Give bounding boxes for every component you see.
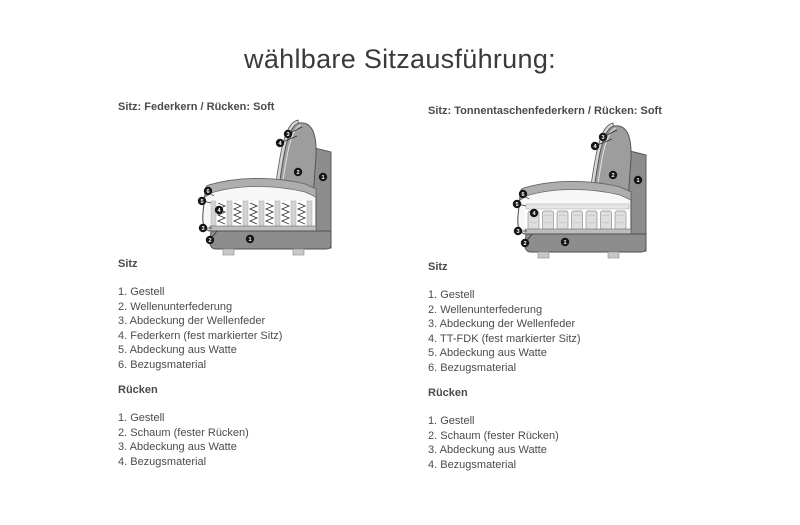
ruecken-parts-list: 1. Gestell 2. Schaum (fester Rücken) 3. Ab…: [428, 414, 559, 472]
marker-back-cover: 3: [283, 129, 293, 139]
list-item: 1. Gestell: [118, 412, 165, 424]
spring-zone-zigzag: [210, 200, 314, 229]
svg-text:6: 6: [521, 192, 524, 198]
svg-text:4: 4: [532, 211, 536, 217]
foot-front: [537, 251, 550, 259]
ruecken-parts-list: 1. Gestell 2. Schaum (fester Rücken) 3. Ab…: [118, 411, 249, 469]
svg-text:3: 3: [286, 132, 289, 138]
sitz-heading: Sitz: [118, 258, 138, 270]
list-item: 6. Bezugsmaterial: [428, 361, 517, 374]
svg-text:4: 4: [593, 144, 597, 150]
page-title: wählbare Sitzausführung:: [244, 44, 556, 74]
marker-seat-cover: 3: [513, 226, 523, 236]
marker-back-wadding: 4: [275, 138, 285, 148]
list-item: 2. Schaum (fester Rücken): [428, 429, 559, 442]
svg-text:1: 1: [248, 237, 251, 243]
sitz-parts-list: 1. Gestell 2. Wellenunterfederung 3. Abdec…: [428, 288, 581, 376]
list-item: 3. Abdeckung der Wellenfeder: [118, 315, 266, 328]
svg-text:2: 2: [296, 170, 299, 176]
list-item: 2. Schaum (fester Rücken): [118, 426, 249, 439]
marker-back-foam: 2: [293, 167, 303, 177]
svg-text:1: 1: [563, 240, 566, 246]
sofa-cross-section-federkern: 3 4 2 1 6 5 4 3 2 1: [197, 119, 332, 256]
svg-text:4: 4: [278, 141, 282, 147]
sofa-cross-section-tonnentaschenfederkern: 3 4 2 1 6 5 4 3 2 1: [512, 122, 647, 259]
marker-back-foam: 2: [608, 170, 618, 180]
ruecken-heading: Rücken: [118, 384, 158, 396]
marker-base-frame: 1: [245, 234, 255, 244]
column-federkern: Sitz: Federkern / Rücken: Soft: [118, 101, 418, 521]
foot-rear: [292, 248, 305, 256]
foot-front: [222, 248, 235, 256]
list-item: 1. Gestell: [428, 289, 475, 301]
svg-text:1: 1: [321, 175, 324, 181]
marker-seat-cover: 3: [198, 223, 208, 233]
marker-seat-underspring: 2: [205, 235, 215, 245]
list-item: 2. Wellenunterfederung: [428, 303, 543, 316]
list-item: 4. Bezugsmaterial: [118, 455, 207, 468]
marker-base-frame: 1: [560, 237, 570, 247]
svg-text:3: 3: [201, 226, 204, 232]
list-item: 5. Abdeckung aus Watte: [428, 347, 547, 360]
list-item: 3. Abdeckung aus Watte: [428, 444, 547, 457]
marker-seat-fabric: 6: [518, 189, 528, 199]
svg-text:1: 1: [636, 178, 639, 184]
sitz-parts-list: 1. Gestell 2. Wellenunterfederung 3. Abdec…: [118, 285, 282, 373]
part-markers: 3 4 2 1 6 5 4 3 2 1: [512, 132, 643, 248]
marker-seat-core: 4: [214, 205, 224, 215]
marker-back-frame: 1: [318, 172, 328, 182]
svg-text:6: 6: [206, 189, 209, 195]
marker-seat-wadding: 5: [512, 199, 522, 209]
svg-text:3: 3: [516, 229, 519, 235]
diagram-header-federkern: Sitz: Federkern / Rücken: Soft: [118, 101, 275, 113]
list-item: 1. Gestell: [118, 286, 165, 298]
sitz-heading: Sitz: [428, 261, 448, 273]
under-spring-strip: [524, 228, 632, 235]
foot-rear: [607, 251, 620, 259]
list-item: 3. Abdeckung aus Watte: [118, 441, 237, 454]
under-spring-strip: [209, 225, 317, 232]
list-item: 4. Bezugsmaterial: [428, 458, 517, 471]
part-markers: 3 4 2 1 6 5 4 3 2 1: [197, 129, 328, 245]
list-item: 6. Bezugsmaterial: [118, 358, 207, 371]
diagram-header-tonnentaschenfederkern: Sitz: Tonnentaschenfederkern / Rücken: S…: [428, 105, 662, 117]
marker-back-wadding: 4: [590, 141, 600, 151]
list-item: 5. Abdeckung aus Watte: [118, 344, 237, 357]
list-item: 3. Abdeckung der Wellenfeder: [428, 318, 576, 331]
marker-back-cover: 3: [598, 132, 608, 142]
list-item: 2. Wellenunterfederung: [118, 300, 233, 313]
base-frame: [209, 230, 332, 250]
marker-seat-wadding: 5: [197, 196, 207, 206]
svg-text:2: 2: [611, 173, 614, 179]
marker-seat-core: 4: [529, 208, 539, 218]
list-item: 4. TT-FDK (fest markierter Sitz): [428, 332, 581, 345]
spring-zone-pocket: [525, 203, 630, 231]
marker-back-frame: 1: [633, 175, 643, 185]
marker-seat-fabric: 6: [203, 186, 213, 196]
column-tonnentaschenfederkern: Sitz: Tonnentaschenfederkern / Rücken: S…: [428, 105, 728, 525]
list-item: 1. Gestell: [428, 415, 475, 427]
svg-text:2: 2: [208, 238, 211, 244]
svg-text:5: 5: [200, 199, 203, 205]
svg-text:4: 4: [217, 208, 221, 214]
list-item: 4. Federkern (fest markierter Sitz): [118, 329, 283, 342]
marker-seat-underspring: 2: [520, 238, 530, 248]
svg-text:2: 2: [523, 241, 526, 247]
svg-text:5: 5: [515, 202, 518, 208]
ruecken-heading: Rücken: [428, 387, 468, 399]
base-frame: [524, 233, 647, 253]
svg-text:3: 3: [601, 135, 604, 141]
